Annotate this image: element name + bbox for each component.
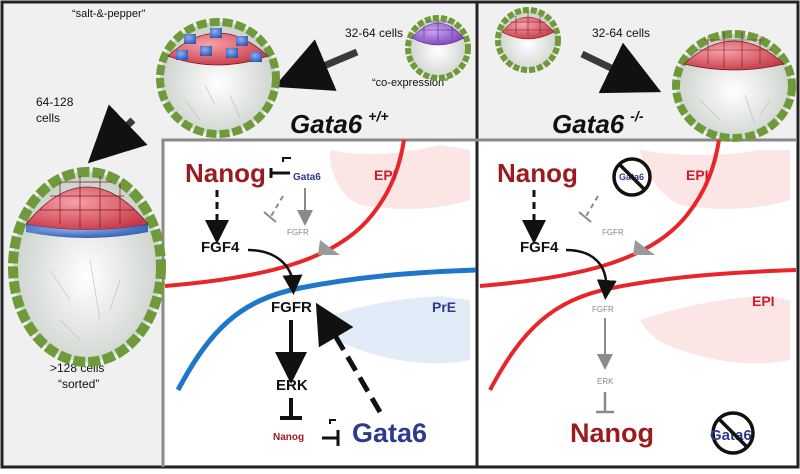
nanog-large-label-right: Nanog: [570, 418, 654, 448]
embryo-coexpression: [405, 15, 471, 81]
transition-arrow-down-left: [87, 104, 148, 164]
gata6-to-fgfr-dashed-arrow: [315, 302, 383, 414]
embryo-small-right: [495, 7, 561, 73]
fgf4-to-fgfr-arrow-right: [565, 248, 617, 300]
fgfr-receptor-shape-left: [318, 240, 340, 255]
transition-arrow-top-left: [274, 39, 359, 91]
mechanism-panel-border: [161, 138, 796, 467]
fgfr-label-left: FGFR: [271, 299, 312, 316]
nanog-small-label-left: Nanog: [273, 432, 304, 443]
epi-texture-right-bottom: [640, 296, 790, 364]
fgfr-small-label-left: FGFR: [287, 228, 309, 237]
fgfr-small-label-right-top: FGFR: [602, 228, 624, 237]
gata6-inhibits-nanog-left: [322, 430, 340, 446]
pre-label-left: PrE: [432, 299, 456, 315]
erk-label-left: ERK: [276, 377, 308, 394]
epi-boundary-left: [164, 139, 406, 288]
erk-inhibits-nanog-left: [280, 398, 302, 420]
coexpression-label: “co-expression”: [372, 77, 448, 89]
inhibit-bar-gray-right: [578, 211, 592, 223]
inhibit-small-mark-left-2: [329, 419, 336, 424]
inhibit-bar-gray-left: [263, 211, 277, 223]
gata6-absent-symbol-top: Gata6: [612, 157, 652, 197]
epi-label-left: EPI: [374, 167, 397, 183]
left-mechanism-panel: [163, 140, 476, 465]
nanog-label-right: Nanog: [497, 158, 578, 188]
fgfr-receptor-shape-right: [633, 240, 655, 255]
fgf4-label-right: FGF4: [520, 239, 559, 256]
genotype-title-left: Gata6+/+: [290, 108, 389, 139]
embryo-sorted: [8, 167, 166, 367]
epi-texture-left: [330, 145, 470, 209]
fgf4-label-left: FGF4: [201, 239, 240, 256]
genotype-title-right: Gata6-/-: [552, 108, 644, 139]
embryo-large-right: [672, 30, 796, 142]
fgfr-small-label-right: FGFR: [592, 305, 614, 314]
arrow-left-label-line2: cells: [36, 111, 60, 125]
epi-label-right-bottom: EPI: [752, 293, 775, 309]
fgfr-inhibits-nanog-dashed-left: [269, 195, 284, 219]
gata6-small-label-left: Gata6: [293, 172, 321, 183]
epi-label-right-top: EPI: [686, 167, 709, 183]
inhibit-small-mark-left: [282, 157, 291, 162]
sorted-label-line2: “sorted”: [58, 377, 99, 391]
gata6-label-left: Gata6: [352, 418, 427, 448]
arrow-top-label-left: 32-64 cells: [345, 26, 403, 40]
fgfr-inhibits-nanog-dashed-right: [584, 195, 599, 219]
nanog-inhibits-gata6-left: [269, 168, 290, 178]
erk-small-label-right: ERK: [597, 377, 614, 386]
erk-inhibits-nanog-right: [596, 392, 614, 414]
pre-texture-left: [320, 296, 470, 364]
transition-arrow-top-right: [580, 42, 662, 94]
fgf4-to-fgfr-arrow-left: [247, 248, 303, 295]
arrow-top-label-right: 32-64 cells: [592, 26, 650, 40]
embryo-salt-pepper: [156, 18, 280, 138]
arrow-left-label-line1: 64-128: [36, 95, 74, 109]
epi-boundary-right-top: [479, 139, 721, 288]
nanog-label-left: Nanog: [185, 158, 266, 188]
epi-texture-right-top: [640, 150, 790, 209]
gata6-absent-symbol-bottom: Gata6: [710, 411, 755, 455]
salt-pepper-label: “salt-&-pepper”: [72, 8, 146, 20]
